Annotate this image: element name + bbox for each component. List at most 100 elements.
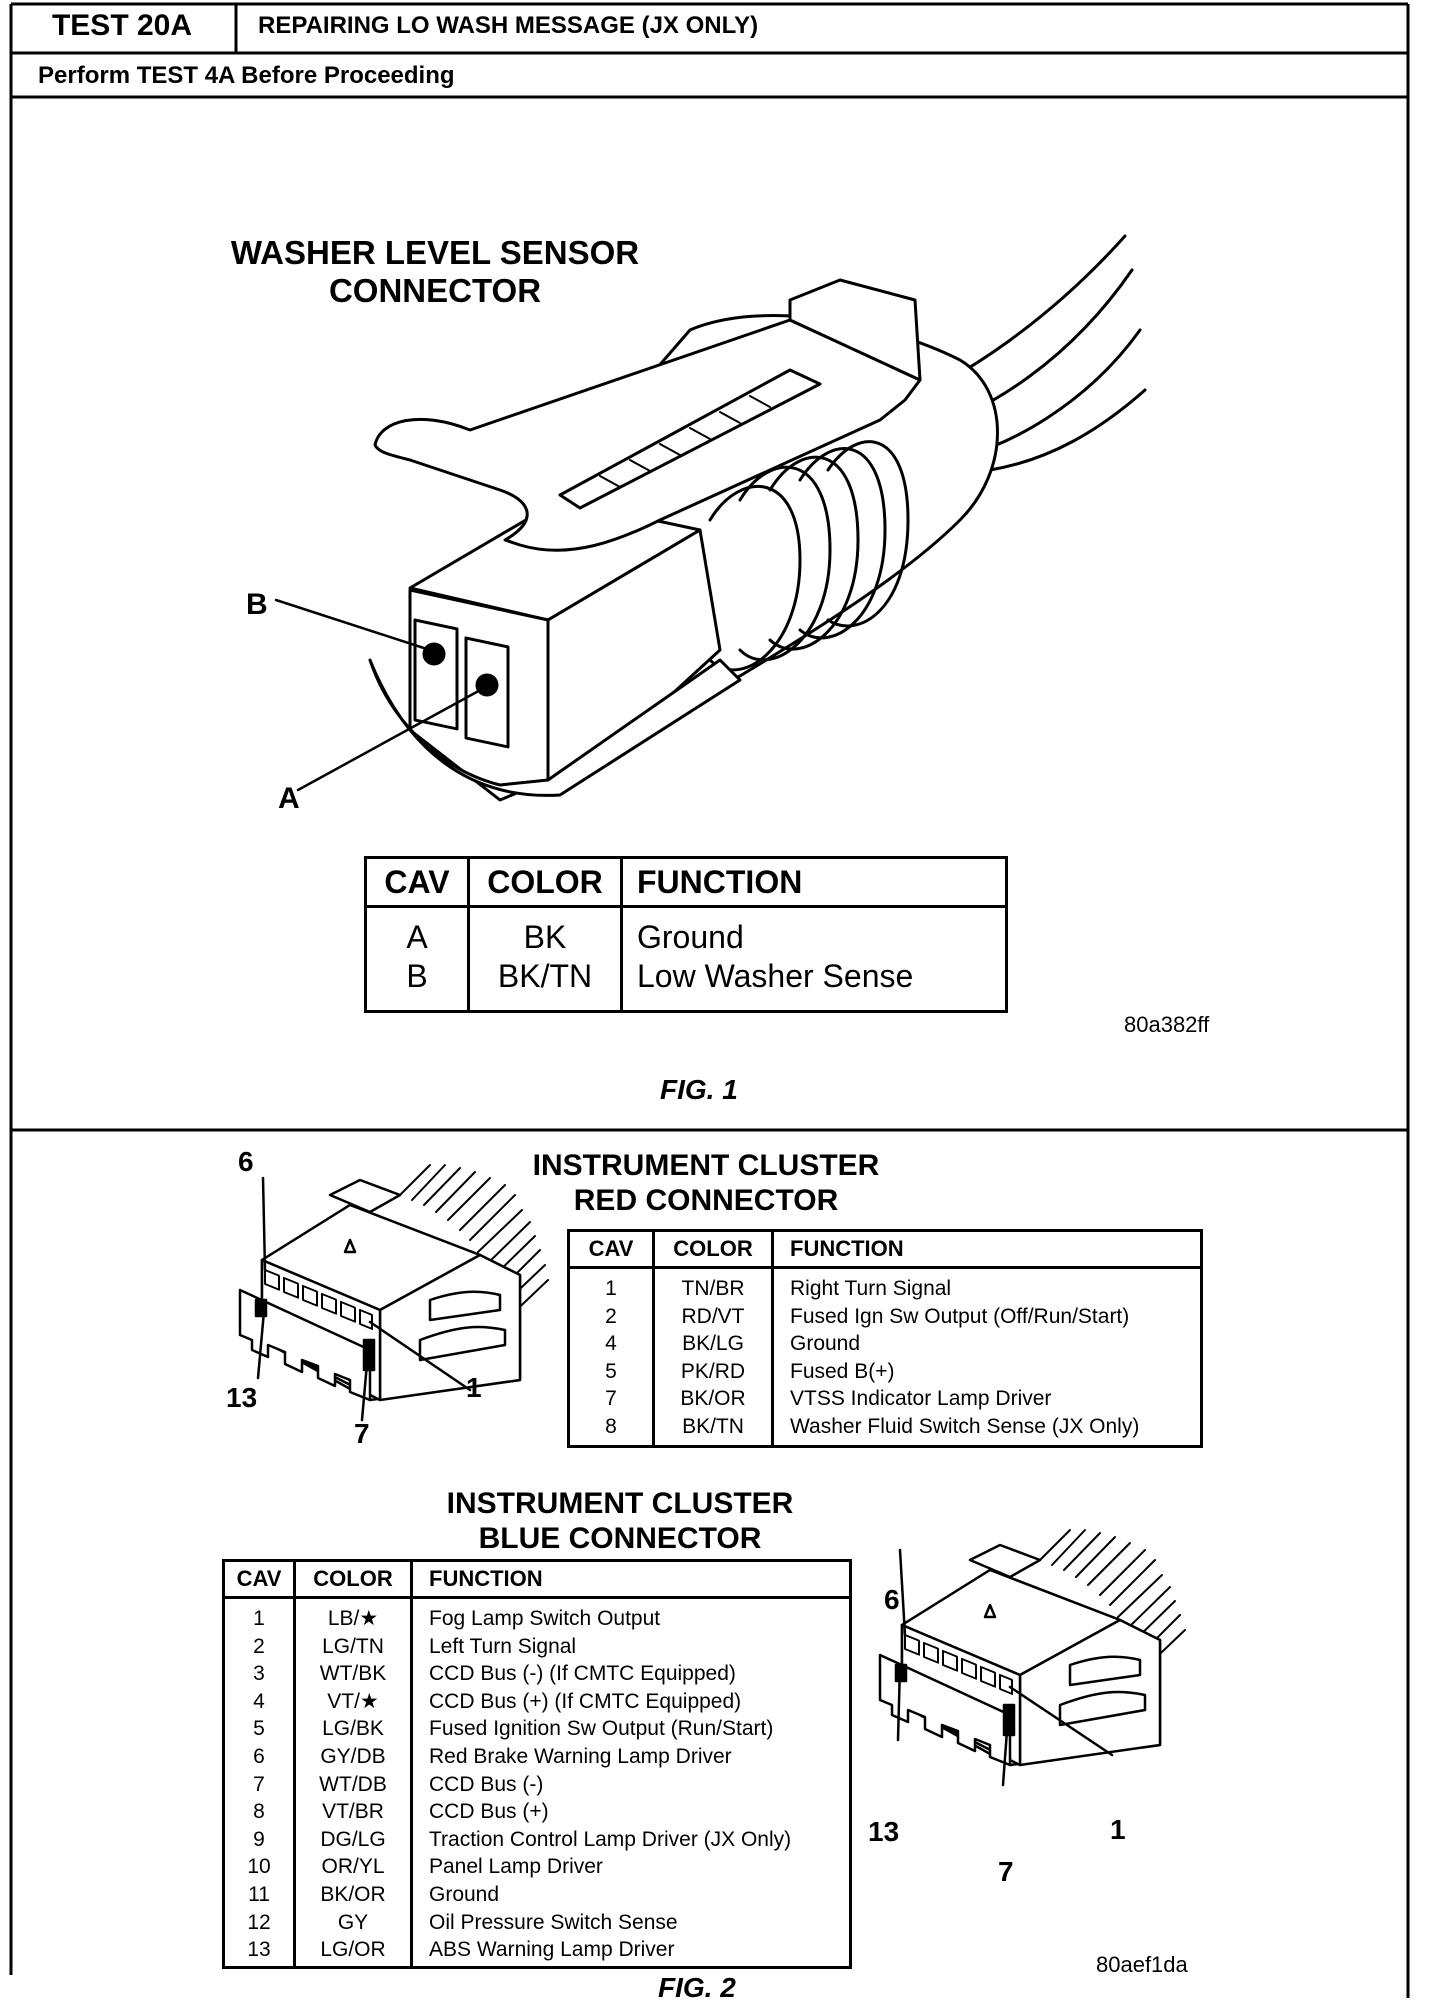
fig1-title-line2: CONNECTOR	[328, 272, 542, 309]
table-header-row: CAV COLOR FUNCTION	[568, 1230, 1202, 1269]
cell-cav: 9	[253, 1827, 265, 1851]
blue-connector-illustration	[878, 1529, 1186, 1787]
red-callout-13: 13	[226, 1382, 258, 1413]
cell-function: Ground	[771, 1330, 1202, 1358]
cell-cav: 8	[253, 1800, 265, 1824]
cell-function: Washer Fluid Switch Sense (JX Only)	[771, 1412, 1202, 1447]
table-row: 1 LB/★Fog Lamp Switch Output	[224, 1597, 851, 1633]
table-row: A BK Ground	[366, 906, 1007, 957]
fig1-title-line1: WASHER LEVEL SENSOR	[230, 234, 640, 271]
blue-connector-title-line2: BLUE CONNECTOR	[478, 1522, 762, 1555]
cell-color: WT/DB	[293, 1770, 412, 1799]
cell-function: CCD Bus (-)	[410, 1770, 851, 1799]
cell-color: WT/BK	[293, 1660, 412, 1688]
red-connector-title-line2: RED CONNECTOR	[573, 1184, 839, 1217]
fig1-image-code: 80a382ff	[1124, 1012, 1210, 1037]
red-connector-illustration	[238, 1164, 549, 1422]
cell-cav: 7	[605, 1387, 617, 1411]
cell-function: Left Turn Signal	[410, 1632, 851, 1661]
cell-color: PK/RD	[652, 1357, 773, 1386]
table-header-row: CAV COLOR FUNCTION	[223, 1560, 851, 1599]
cell-cav: A	[406, 919, 428, 955]
cell-color: RD/VT	[652, 1302, 773, 1331]
col-color: COLOR	[293, 1560, 412, 1599]
prerequisite-note: Perform TEST 4A Before Proceeding	[38, 62, 455, 89]
cell-cav: 12	[247, 1910, 271, 1934]
test-id: TEST 20A	[51, 9, 193, 42]
cell-cav: 8	[605, 1414, 617, 1438]
fig1-caption: FIG. 1	[660, 1074, 738, 1105]
cell-function: CCD Bus (+)	[410, 1798, 851, 1826]
cell-function: CCD Bus (-) (If CMTC Equipped)	[410, 1660, 851, 1688]
cell-cav: 2	[253, 1634, 265, 1658]
fig2-image-code: 80aef1da	[1096, 1952, 1188, 1977]
blue-connector-title: INSTRUMENT CLUSTER BLUE CONNECTOR	[410, 1486, 830, 1556]
cell-color: DG/LG	[293, 1825, 412, 1854]
red-connector-title: INSTRUMENT CLUSTER RED CONNECTOR	[496, 1148, 916, 1218]
red-callout-1: 1	[466, 1372, 482, 1403]
cell-function: Fused Ign Sw Output (Off/Run/Start)	[771, 1302, 1202, 1331]
cell-function: Fog Lamp Switch Output	[410, 1597, 851, 1633]
cell-color: LB/★	[293, 1597, 412, 1633]
cell-function: ABS Warning Lamp Driver	[410, 1936, 851, 1968]
col-cav: CAV	[365, 857, 469, 908]
cell-color: LG/TN	[293, 1632, 412, 1661]
cell-function: Right Turn Signal	[771, 1267, 1202, 1303]
cell-color: LG/BK	[293, 1715, 412, 1743]
blue-callout-13: 13	[868, 1816, 900, 1847]
cell-color: OR/YL	[293, 1853, 412, 1881]
cell-cav: 10	[247, 1855, 271, 1879]
cell-color: VT/BR	[293, 1798, 412, 1826]
red-connector-title-line1: INSTRUMENT CLUSTER	[532, 1149, 880, 1182]
blue-connector-pinout-table: CAV COLOR FUNCTION 1 LB/★Fog Lamp Switch …	[222, 1559, 852, 1969]
cell-function: Oil Pressure Switch Sense	[410, 1908, 851, 1937]
fig2-caption: FIG. 2	[658, 1972, 736, 2003]
cell-function: Low Washer Sense	[620, 957, 1007, 1012]
cell-cav: 4	[605, 1332, 617, 1356]
cell-cav: 7	[253, 1772, 265, 1796]
red-callout-6: 6	[238, 1146, 254, 1177]
cell-cav: B	[406, 958, 428, 994]
table-row: B BK/TN Low Washer Sense	[366, 957, 1007, 1012]
cell-cav: 5	[253, 1717, 265, 1741]
cell-function: VTSS Indicator Lamp Driver	[771, 1385, 1202, 1413]
cell-function: Red Brake Warning Lamp Driver	[410, 1742, 851, 1771]
blue-callout-6: 6	[884, 1584, 900, 1615]
test-title: REPAIRING LO WASH MESSAGE (JX ONLY)	[258, 12, 759, 39]
cell-cav: 13	[247, 1938, 271, 1962]
col-color: COLOR	[652, 1230, 773, 1269]
cell-cav: 1	[605, 1277, 617, 1300]
cell-cav: 6	[253, 1744, 265, 1768]
cell-color: BK	[467, 906, 622, 957]
col-function: FUNCTION	[771, 1230, 1202, 1269]
cell-color: VT/★	[293, 1687, 412, 1716]
cell-cav: 11	[248, 1882, 270, 1906]
cell-cav: 1	[253, 1607, 265, 1630]
cell-function: Fused B(+)	[771, 1357, 1202, 1386]
cell-color: GY	[293, 1908, 412, 1937]
callout-b: B	[246, 588, 268, 621]
cell-cav: 5	[605, 1359, 617, 1383]
cell-color: BK/TN	[467, 957, 622, 1012]
cell-function: Fused Ignition Sw Output (Run/Start)	[410, 1715, 851, 1743]
col-color: COLOR	[467, 857, 622, 908]
red-callout-7: 7	[354, 1418, 370, 1449]
blue-connector-title-line1: INSTRUMENT CLUSTER	[446, 1487, 794, 1520]
